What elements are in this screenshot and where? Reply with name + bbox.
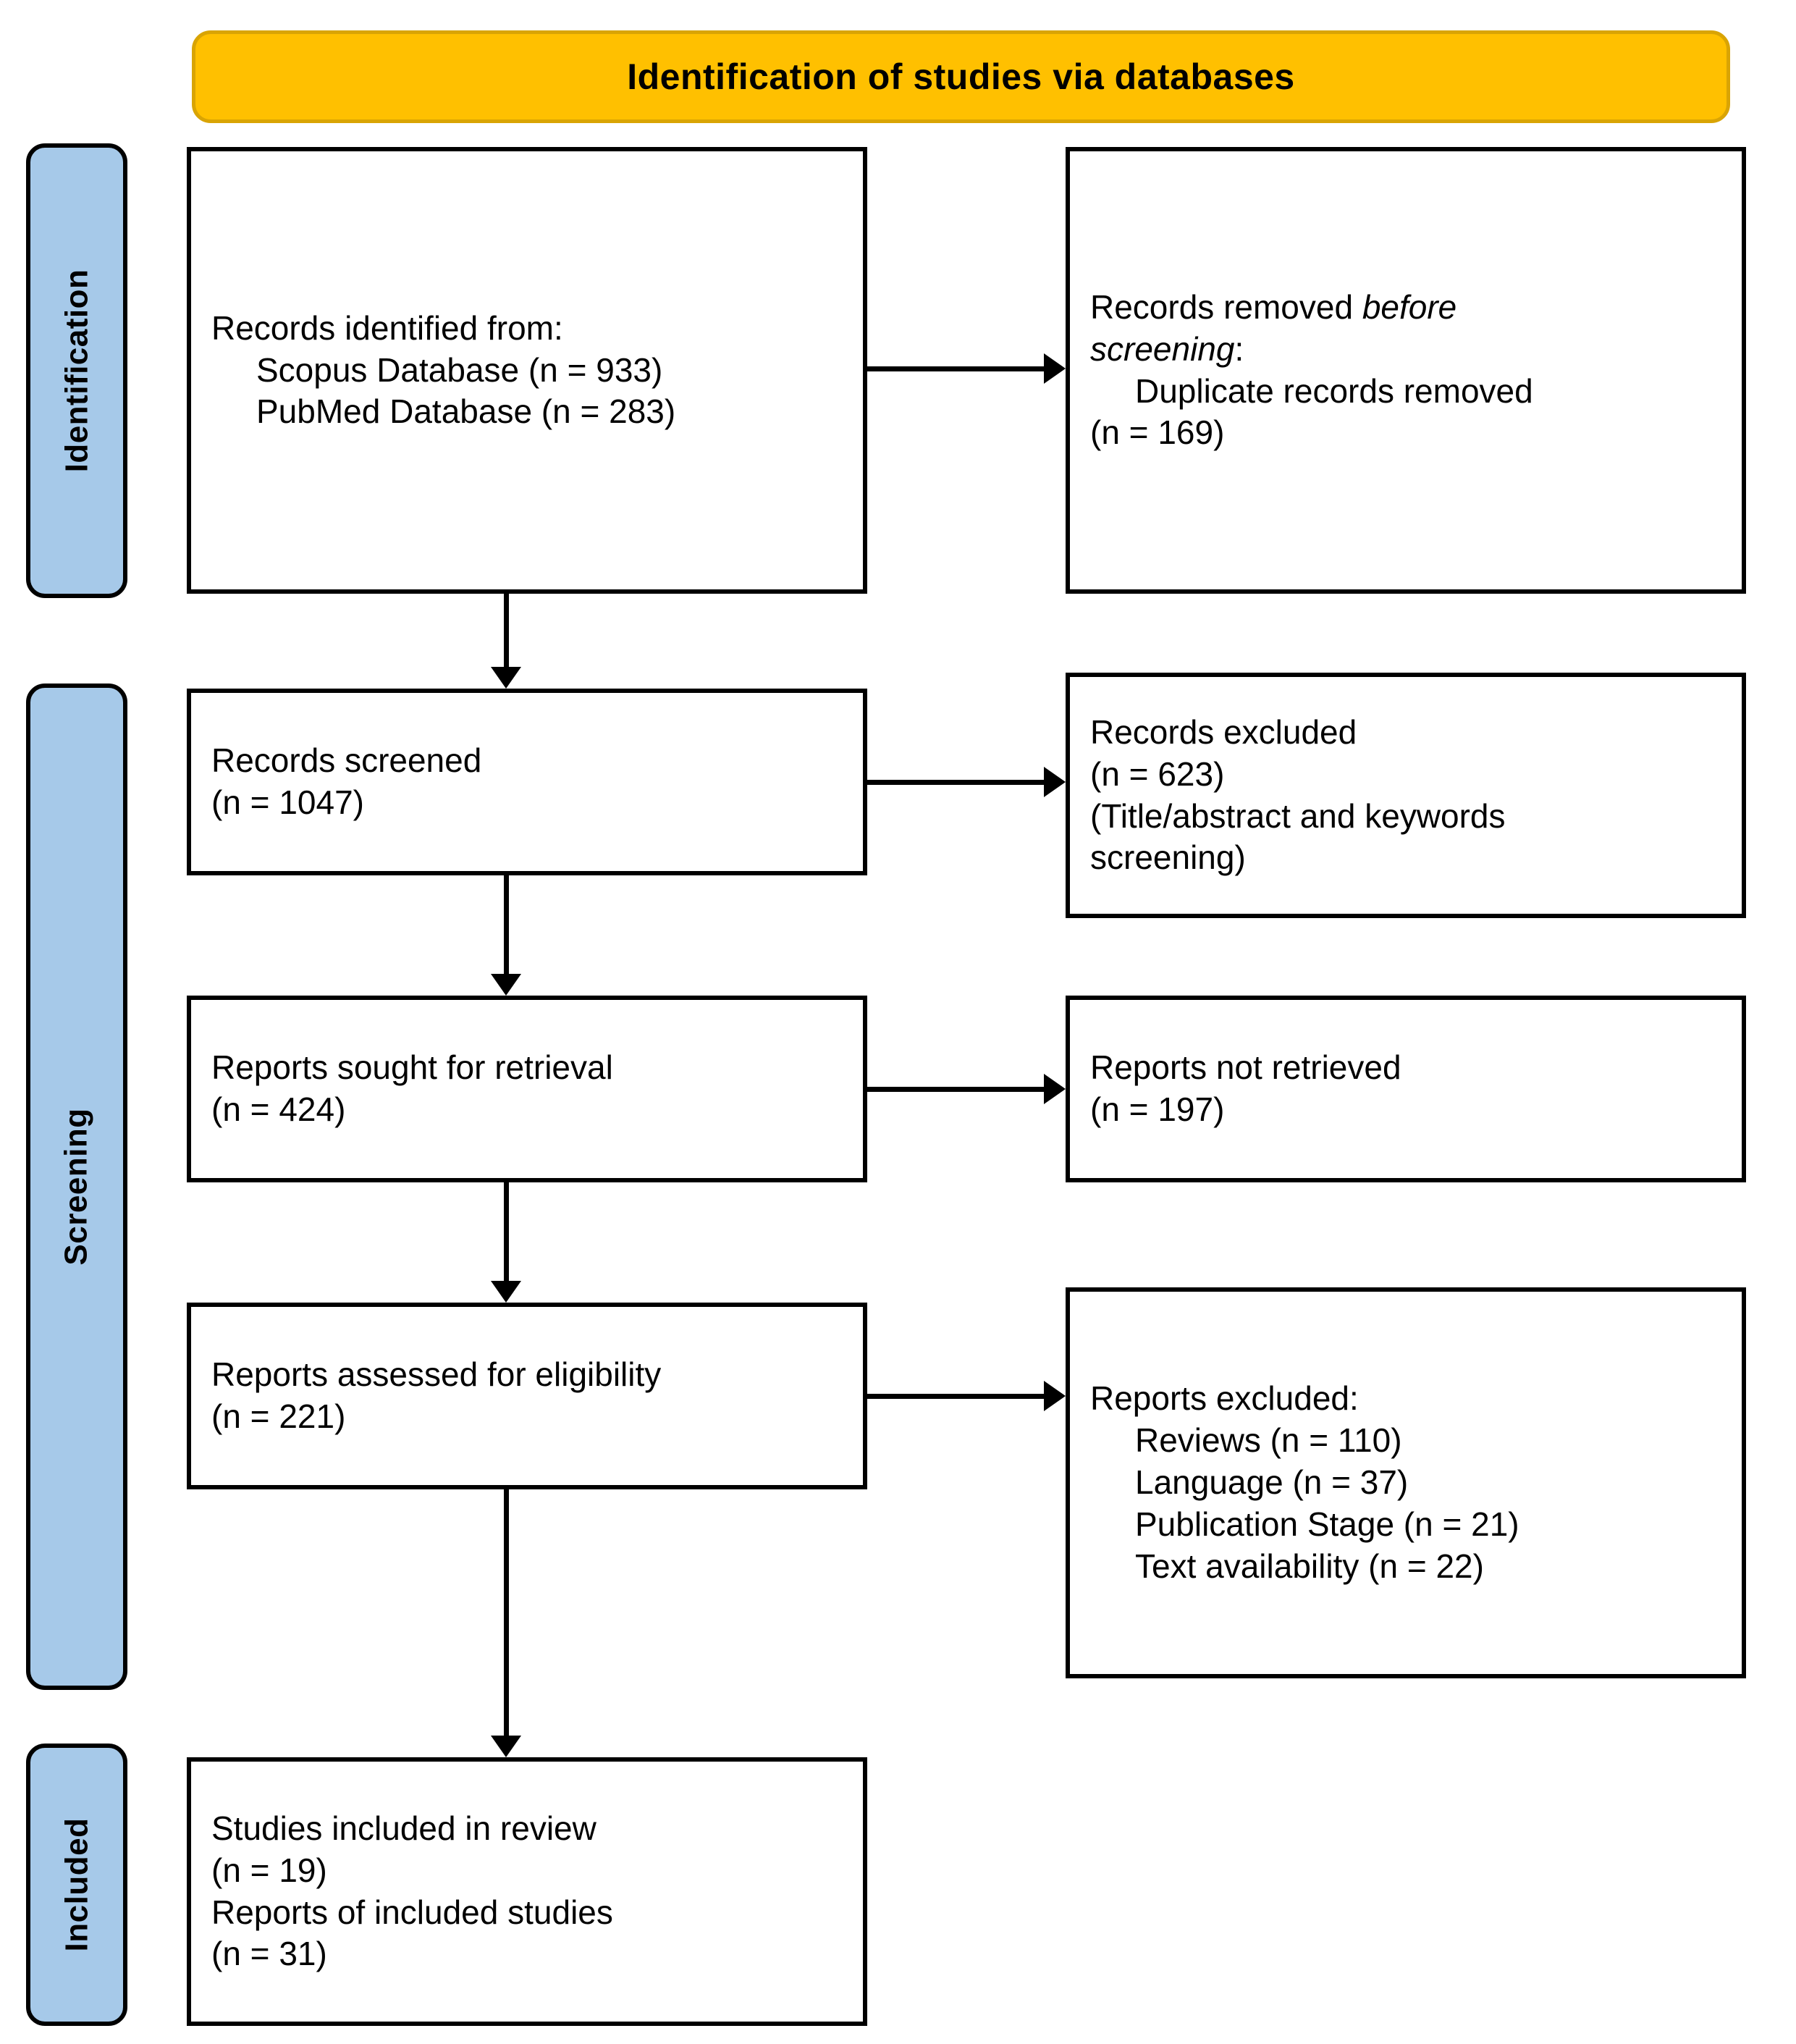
stage-label-identification: Identification (26, 143, 127, 598)
box-line: (n = 169) (1090, 413, 1225, 452)
box-line: Reports excluded: (1090, 1379, 1359, 1418)
arrow-sought-to-not-retrieved (867, 1073, 1066, 1105)
box-line: (n = 1047) (211, 783, 364, 821)
box-line: Reports assessed for eligibility (211, 1355, 662, 1394)
arrow-sought-to-assessed (477, 1182, 535, 1303)
box-line: Reports sought for retrieval (211, 1048, 613, 1087)
arrow-assessed-to-included (477, 1489, 535, 1757)
box-records-excluded: Records excluded (n = 623) (Title/abstra… (1066, 673, 1746, 918)
box-line: PubMed Database (n = 283) (256, 392, 676, 431)
box-reports-excluded: Reports excluded: Reviews (n = 110) Lang… (1066, 1287, 1746, 1678)
phase-header-title: Identification of studies via databases (627, 56, 1295, 97)
records-removed-italic-screening: screening (1090, 329, 1235, 368)
box-line: (n = 19) (211, 1851, 327, 1889)
arrow-identified-to-removed (867, 353, 1066, 384)
records-removed-italic-before: before (1362, 287, 1457, 326)
box-line: Scopus Database (n = 933) (256, 350, 663, 389)
box-line: Records screened (211, 741, 482, 780)
stage-label-screening: Screening (26, 684, 127, 1690)
stage-label-screening-text: Screening (59, 1108, 94, 1266)
arrow-assessed-to-excluded (867, 1380, 1066, 1412)
box-studies-included-in-review: Studies included in review (n = 19) Repo… (187, 1757, 867, 2026)
box-line: screening) (1090, 838, 1246, 877)
box-reports-assessed-for-eligibility: Reports assessed for eligibility (n = 22… (187, 1303, 867, 1489)
box-records-identified: Records identified from: Scopus Database… (187, 147, 867, 594)
box-reports-sought-for-retrieval: Reports sought for retrieval (n = 424) (187, 996, 867, 1182)
box-line: Records identified from: (211, 308, 563, 347)
stage-label-identification-text: Identification (59, 269, 94, 473)
box-line: Duplicate records removed (1135, 371, 1533, 410)
box-records-screened: Records screened (n = 1047) (187, 689, 867, 875)
box-line: Reviews (n = 110) (1135, 1421, 1402, 1460)
box-line: Records excluded (1090, 712, 1357, 751)
box-line: (n = 31) (211, 1935, 327, 1973)
box-line: Publication Stage (n = 21) (1135, 1505, 1519, 1543)
box-records-removed-before-screening: Records removed before screening: Duplic… (1066, 147, 1746, 594)
arrow-identified-to-screened (477, 594, 535, 689)
box-line: Text availability (n = 22) (1135, 1547, 1484, 1585)
box-line: screening: (1090, 329, 1721, 371)
phase-header-identification-databases: Identification of studies via databases (192, 30, 1730, 123)
records-removed-prefix: Records removed (1090, 287, 1362, 326)
box-line: Reports not retrieved (1090, 1048, 1401, 1087)
box-line: (n = 197) (1090, 1090, 1225, 1128)
box-line: (n = 424) (211, 1090, 346, 1128)
box-line: (Title/abstract and keywords (1090, 796, 1506, 835)
box-line: (n = 221) (211, 1397, 346, 1435)
box-line: Reports of included studies (211, 1893, 613, 1931)
stage-label-included: Included (26, 1744, 127, 2026)
records-removed-colon: : (1234, 329, 1244, 368)
arrow-screened-to-excluded (867, 766, 1066, 798)
box-reports-not-retrieved: Reports not retrieved (n = 197) (1066, 996, 1746, 1182)
box-line: Records removed before (1090, 287, 1721, 329)
box-line: Studies included in review (211, 1809, 596, 1847)
box-line: (n = 623) (1090, 754, 1225, 793)
box-line: Language (n = 37) (1135, 1463, 1409, 1502)
stage-label-included-text: Included (59, 1817, 94, 1952)
arrow-screened-to-sought (477, 875, 535, 996)
